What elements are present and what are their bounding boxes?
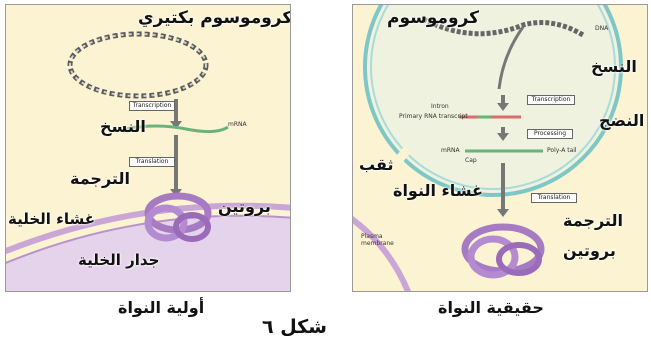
- chromosome-label: كروموسوم: [387, 8, 479, 28]
- transcription-box: Transcription: [129, 101, 175, 111]
- prokaryote-panel: كروموسوم بكتيري Transcription النسخ mRNA…: [5, 4, 291, 292]
- cell-membrane-label: غشاء الخلية: [8, 210, 95, 228]
- protein-label: بروتين: [218, 197, 271, 216]
- prokaryote-caption: أولية النواة: [118, 298, 204, 317]
- primary-transcript-label: Primary RNA transcript: [399, 113, 468, 120]
- prokaryote-illustration: [6, 5, 290, 291]
- eukaryote-panel: كروموسوم DNA النسخ Transcription Intron …: [352, 4, 648, 292]
- mrna-label: mRNA: [228, 121, 247, 128]
- eukaryote-caption: حقيقية النواة: [438, 298, 544, 317]
- translation-box: Translation: [129, 157, 175, 167]
- cap-label: Cap: [465, 157, 477, 164]
- transcription-label: النسخ: [100, 117, 146, 136]
- dna-label: DNA: [595, 25, 608, 32]
- translation-label: الترجمة: [70, 169, 130, 188]
- translation-box: Translation: [531, 193, 577, 203]
- protein-label: بروتين: [563, 241, 616, 260]
- nuclear-pore-label: ثقب: [359, 155, 393, 174]
- nuclear-envelope-label: غشاء النواة: [393, 181, 483, 200]
- mrna-label: mRNA: [441, 147, 460, 154]
- translation-label: الترجمة: [563, 211, 623, 230]
- plasma-membrane-label: Plasma membrane: [361, 233, 405, 247]
- figure-caption: شكل ٦: [262, 316, 327, 338]
- polya-label: Poly-A tail: [547, 147, 577, 154]
- transcription-box: Transcription: [527, 95, 575, 105]
- intron-label: Intron: [431, 103, 449, 110]
- processing-box: Processing: [527, 129, 573, 139]
- bacterial-chromosome-label: كروموسوم بكتيري: [138, 8, 291, 28]
- cell-wall-label: جدار الخلية: [78, 251, 159, 269]
- maturation-label: النضج: [599, 111, 644, 130]
- transcription-label: النسخ: [591, 57, 637, 76]
